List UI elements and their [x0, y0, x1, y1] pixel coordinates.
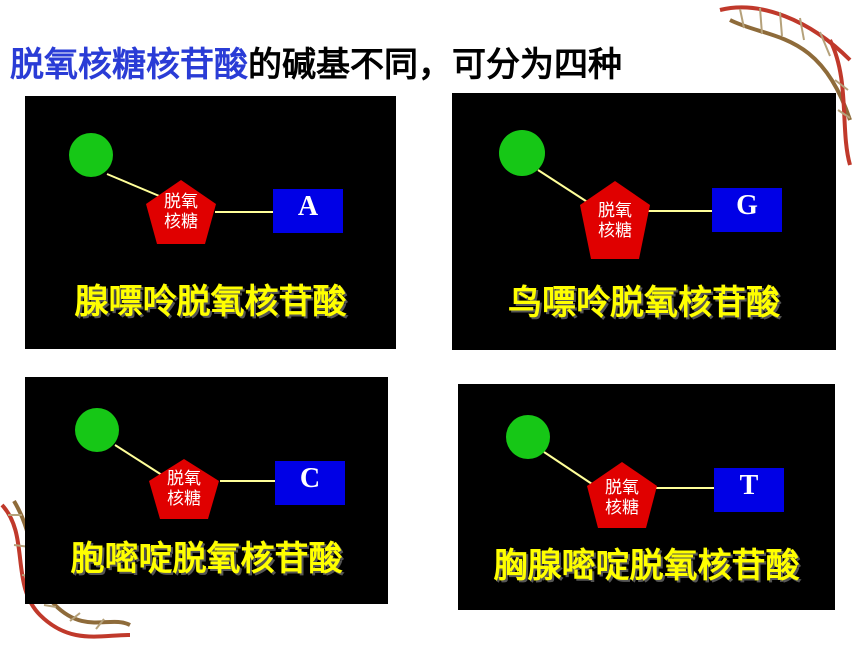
panel-thymine-nucleotide: 脱氧 核糖 T 胸腺嘧啶脱氧核苷酸	[458, 384, 835, 610]
slide-title: 脱氧核糖核苷酸的碱基不同，可分为四种	[10, 40, 850, 90]
panel-guanine-nucleotide: 脱氧 核糖 G 鸟嘌呤脱氧核苷酸	[452, 93, 836, 350]
base-box: T	[714, 468, 784, 512]
base-box: A	[273, 189, 343, 233]
phosphate-sugar-bond	[543, 451, 599, 489]
nucleotide-diagram	[499, 130, 712, 259]
sugar-label: 脱氧 核糖	[146, 192, 216, 232]
base-box: C	[275, 461, 345, 505]
dna-helix-top-right-icon	[719, 5, 852, 166]
nucleotide-diagram	[69, 133, 275, 244]
nucleotide-name: 胸腺嘧啶脱氧核苷酸	[493, 546, 800, 586]
sugar-label-line-2: 核糖	[598, 221, 632, 241]
nucleotide-diagram	[75, 408, 277, 519]
sugar-label-line-1: 脱氧	[605, 478, 639, 498]
sugar-pentagon	[587, 462, 657, 528]
title-highlight: 脱氧核糖核苷酸	[10, 45, 248, 85]
phosphate-sugar-bond	[537, 169, 593, 206]
nucleotide-diagram	[506, 415, 714, 528]
phosphate-circle	[499, 130, 545, 176]
sugar-label: 脱氧 核糖	[587, 478, 657, 518]
sugar-label: 脱氧 核糖	[149, 469, 219, 509]
sugar-pentagon	[580, 181, 650, 259]
panel-cytosine-nucleotide: 脱氧 核糖 C 胞嘧啶脱氧核苷酸	[25, 377, 388, 604]
sugar-pentagon	[149, 459, 219, 519]
phosphate-sugar-bond	[114, 444, 166, 478]
nucleotide-name: 鸟嘌呤脱氧核苷酸	[508, 283, 780, 323]
sugar-label-line-2: 核糖	[164, 212, 198, 232]
nucleotide-name: 腺嘌呤脱氧核苷酸	[74, 282, 347, 322]
sugar-label-line-1: 脱氧	[598, 201, 632, 221]
sugar-pentagon	[146, 180, 216, 244]
sugar-label-line-2: 核糖	[605, 498, 639, 518]
phosphate-circle	[69, 133, 113, 177]
phosphate-circle	[75, 408, 119, 452]
sugar-label-line-2: 核糖	[167, 489, 201, 509]
sugar-label: 脱氧 核糖	[580, 201, 650, 241]
sugar-label-line-1: 脱氧	[167, 469, 201, 489]
nucleotide-name: 胞嘧啶脱氧核苷酸	[70, 539, 343, 579]
phosphate-circle	[506, 415, 550, 459]
sugar-label-line-1: 脱氧	[164, 192, 198, 212]
base-box: G	[712, 188, 782, 232]
panel-adenine-nucleotide: 脱氧 核糖 A 腺嘌呤脱氧核苷酸	[25, 96, 396, 349]
title-rest: 的碱基不同，可分为四种	[248, 45, 622, 85]
